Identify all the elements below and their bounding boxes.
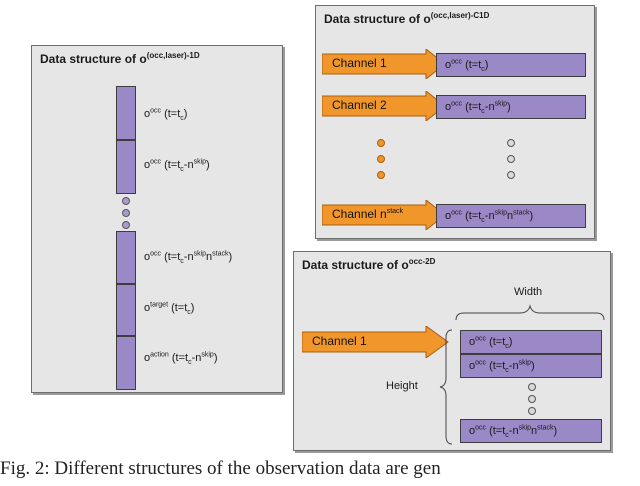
cell-target (116, 284, 136, 336)
ellipsis-dot (528, 395, 536, 403)
ellipsis-dot (377, 171, 385, 179)
channel-arrow-icon (322, 49, 446, 79)
ellipsis-dot (122, 209, 130, 217)
cell-occ-skip (116, 140, 136, 194)
row-label-action: oaction (t=tc-nskip) (144, 351, 218, 367)
channel-arrow-icon (322, 91, 446, 121)
panel-1d: Data structure of o(occ,laser)-1D oocc (… (31, 45, 283, 393)
panel-c1d-title: Data structure of o(occ,laser)-C1D (324, 11, 490, 27)
row-label-occ-stack: oocc (t=tc-nskipnstack) (144, 250, 233, 266)
ellipsis-dot (122, 197, 130, 205)
channel-1-label: Channel 1 (332, 56, 387, 70)
c1d-cell-2: oocc (t=tc-nskip) (436, 95, 586, 119)
panel-2d-title: Data structure of oocc-2D (302, 257, 436, 273)
ellipsis-dot (507, 139, 515, 147)
panel-c1d: Data structure of o(occ,laser)-C1D Chann… (315, 5, 595, 239)
figure-caption: Fig. 2: Different structures of the obse… (0, 458, 441, 479)
ellipsis-dot (377, 155, 385, 163)
height-label: Height (386, 380, 418, 392)
ellipsis-dot (507, 155, 515, 163)
ellipsis-dot (528, 407, 536, 415)
height-brace (439, 329, 453, 445)
row-label-target: otarget (t=tc) (144, 301, 195, 317)
channel-arrow-icon (322, 200, 446, 230)
cell-occ-tc (116, 86, 136, 140)
channel-n-stack-label: Channel nstack (332, 207, 404, 221)
channel-arrow-icon (302, 326, 449, 358)
panel-2d: Data structure of oocc-2D Width Channel … (293, 251, 611, 451)
panel-1d-title: Data structure of o(occ,laser)-1D (40, 51, 200, 67)
ellipsis-dot (528, 383, 536, 391)
ellipsis-dot (507, 171, 515, 179)
width-label: Width (514, 286, 543, 298)
channel-2-label: Channel 2 (332, 98, 387, 112)
row-label-occ-skip: oocc (t=tc-nskip) (144, 158, 210, 174)
ellipsis-dot (122, 221, 130, 229)
width-brace (455, 304, 605, 321)
grid-row-n: oocc (t=tc-nskipnstack) (460, 419, 602, 443)
ellipsis-dot (377, 139, 385, 147)
c1d-cell-1: oocc (t=tc) (436, 53, 586, 77)
grid-row-2: oocc (t=tc-nskip) (460, 354, 602, 378)
cell-action (116, 336, 136, 390)
grid-row-1: oocc (t=tc) (460, 330, 602, 354)
cell-occ-stack (116, 231, 136, 284)
row-label-occ-tc: oocc (t=tc) (144, 107, 188, 123)
channel-1-label-2d: Channel 1 (312, 334, 367, 348)
c1d-cell-n: oocc (t=tc-nskipnstack) (436, 204, 586, 228)
